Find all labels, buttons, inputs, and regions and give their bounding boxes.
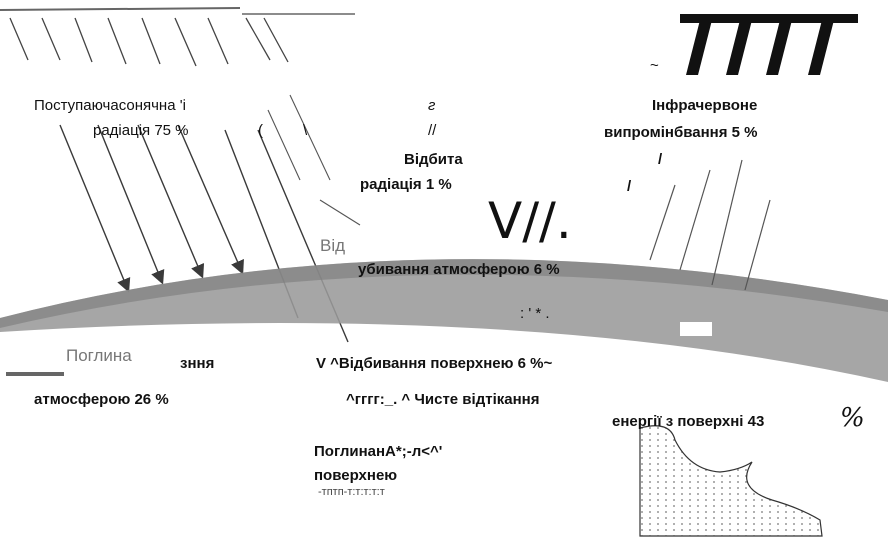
percent-big-mark: % [840, 403, 865, 433]
reflected-label-2: радіація 1 % [360, 176, 452, 193]
glyph-g: г [428, 97, 436, 114]
absorbed-surface-label-3: -тптп-т:т:т:т:т [318, 486, 385, 498]
dots-mark: : ' * . [520, 305, 550, 322]
faded-vid-label: Від [320, 236, 346, 255]
band-notch [680, 322, 712, 336]
incoming-label-2: радіація 75 % [93, 122, 189, 139]
incoming-radiation-hatch [9, 17, 289, 67]
slash-mark-1: / [658, 151, 663, 168]
comma-mark: ( [258, 122, 263, 139]
reflected-label-1: Відбита [404, 151, 463, 168]
slash-mark-2: / [627, 178, 632, 195]
atmosphere-band-shade [0, 259, 888, 328]
left-bar [6, 372, 64, 376]
net-emission-label-1: ^гггг:_. ^ Чисте відтікання [346, 391, 540, 408]
tttt-graphic [680, 14, 858, 75]
slashes-mark: // [428, 122, 437, 139]
infrared-label-1: Інфрачервоне [652, 97, 758, 114]
absorbed-suffix-label: зння [180, 355, 215, 372]
absorbed-faded-label: Поглина [66, 346, 132, 365]
incoming-label-1: Поступаючасонячна 'і [34, 97, 186, 114]
ground-dotted-area [639, 425, 823, 537]
infrared-lines [649, 159, 771, 291]
atmosphere-band [0, 259, 888, 382]
backslash-mark: \ [303, 122, 308, 139]
sky-band [0, 7, 355, 15]
incoming-radiation-arrows [59, 124, 349, 343]
surface-reflection-label: V ^Відбивання поверхнею 6 %~ [316, 355, 553, 372]
big-vv-mark: V//. [488, 192, 572, 250]
absorbed-atmosphere-label: атмосферою 26 % [34, 391, 169, 408]
absorbed-surface-label-1: ПоглинанА*;-л<^' [314, 443, 443, 460]
absorbed-surface-label-2: поверхнею [314, 467, 398, 484]
tilde-mark: ~ [650, 57, 659, 74]
infrared-label-2: випромінбвання 5 % [604, 124, 758, 141]
reflected-radiation-lines [267, 94, 361, 226]
net-emission-label-2: енергії з поверхні 43 [612, 413, 765, 430]
atmosphere-reflection-label: убивання атмосферою 6 % [358, 261, 560, 278]
